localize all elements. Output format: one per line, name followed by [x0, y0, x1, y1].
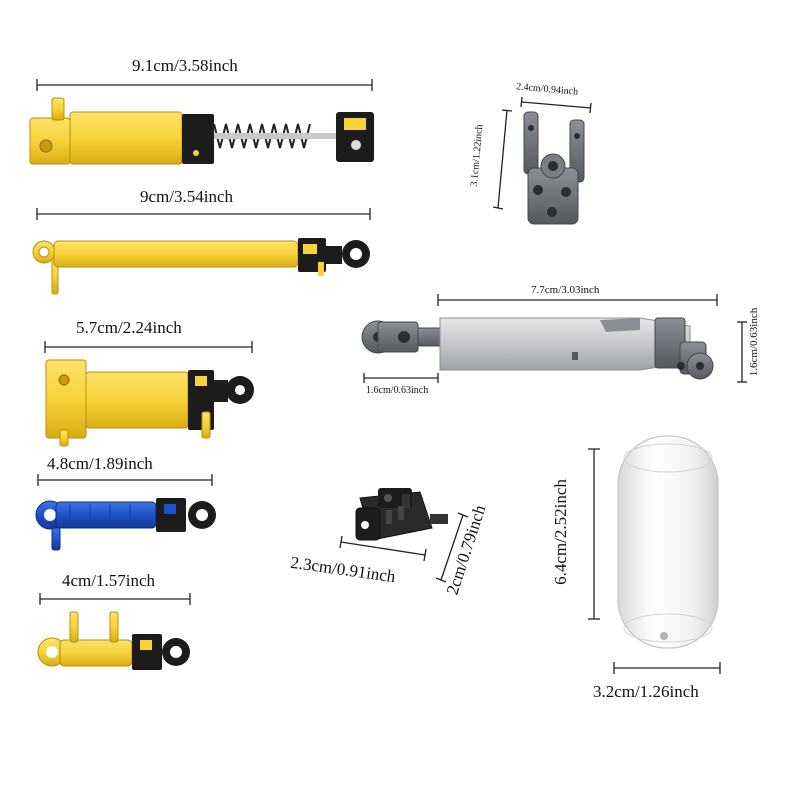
tank-width-dimension: 3.2cm/1.26inch: [593, 682, 699, 701]
actuator-length-dimension: 7.7cm/3.03inch: [531, 284, 600, 296]
white-air-tank: [617, 435, 719, 649]
large-cylinder-dimension: 9.1cm/3.58inch: [132, 56, 238, 75]
actuator-height-dimension: 1.6cm/0.63inch: [748, 307, 761, 377]
small-pneumatic-cylinder: [37, 611, 190, 670]
medium-cylinder-dimension: 5.7cm/2.24inch: [76, 318, 182, 337]
blue-pneumatic-cylinder: [35, 498, 216, 551]
gray-linear-actuator: [361, 317, 714, 380]
medium-pneumatic-cylinder: [45, 359, 254, 447]
large-pneumatic-cylinder-spring: [29, 97, 374, 165]
small-cylinder-dimension: 4cm/1.57inch: [62, 571, 156, 590]
long-pneumatic-cylinder: [32, 238, 370, 295]
gray-fork-connector: [523, 111, 585, 225]
actuator-end-dimension: 1.6cm/0.63inch: [366, 385, 429, 396]
blue-cylinder-dimension: 4.8cm/1.89inch: [47, 454, 153, 473]
measure-lines: [36, 79, 747, 674]
black-pneumatic-switch: [355, 488, 448, 541]
tank-height-dimension: 6.4cm/2.52inch: [550, 479, 570, 585]
long-cylinder-dimension: 9cm/3.54inch: [140, 187, 234, 206]
